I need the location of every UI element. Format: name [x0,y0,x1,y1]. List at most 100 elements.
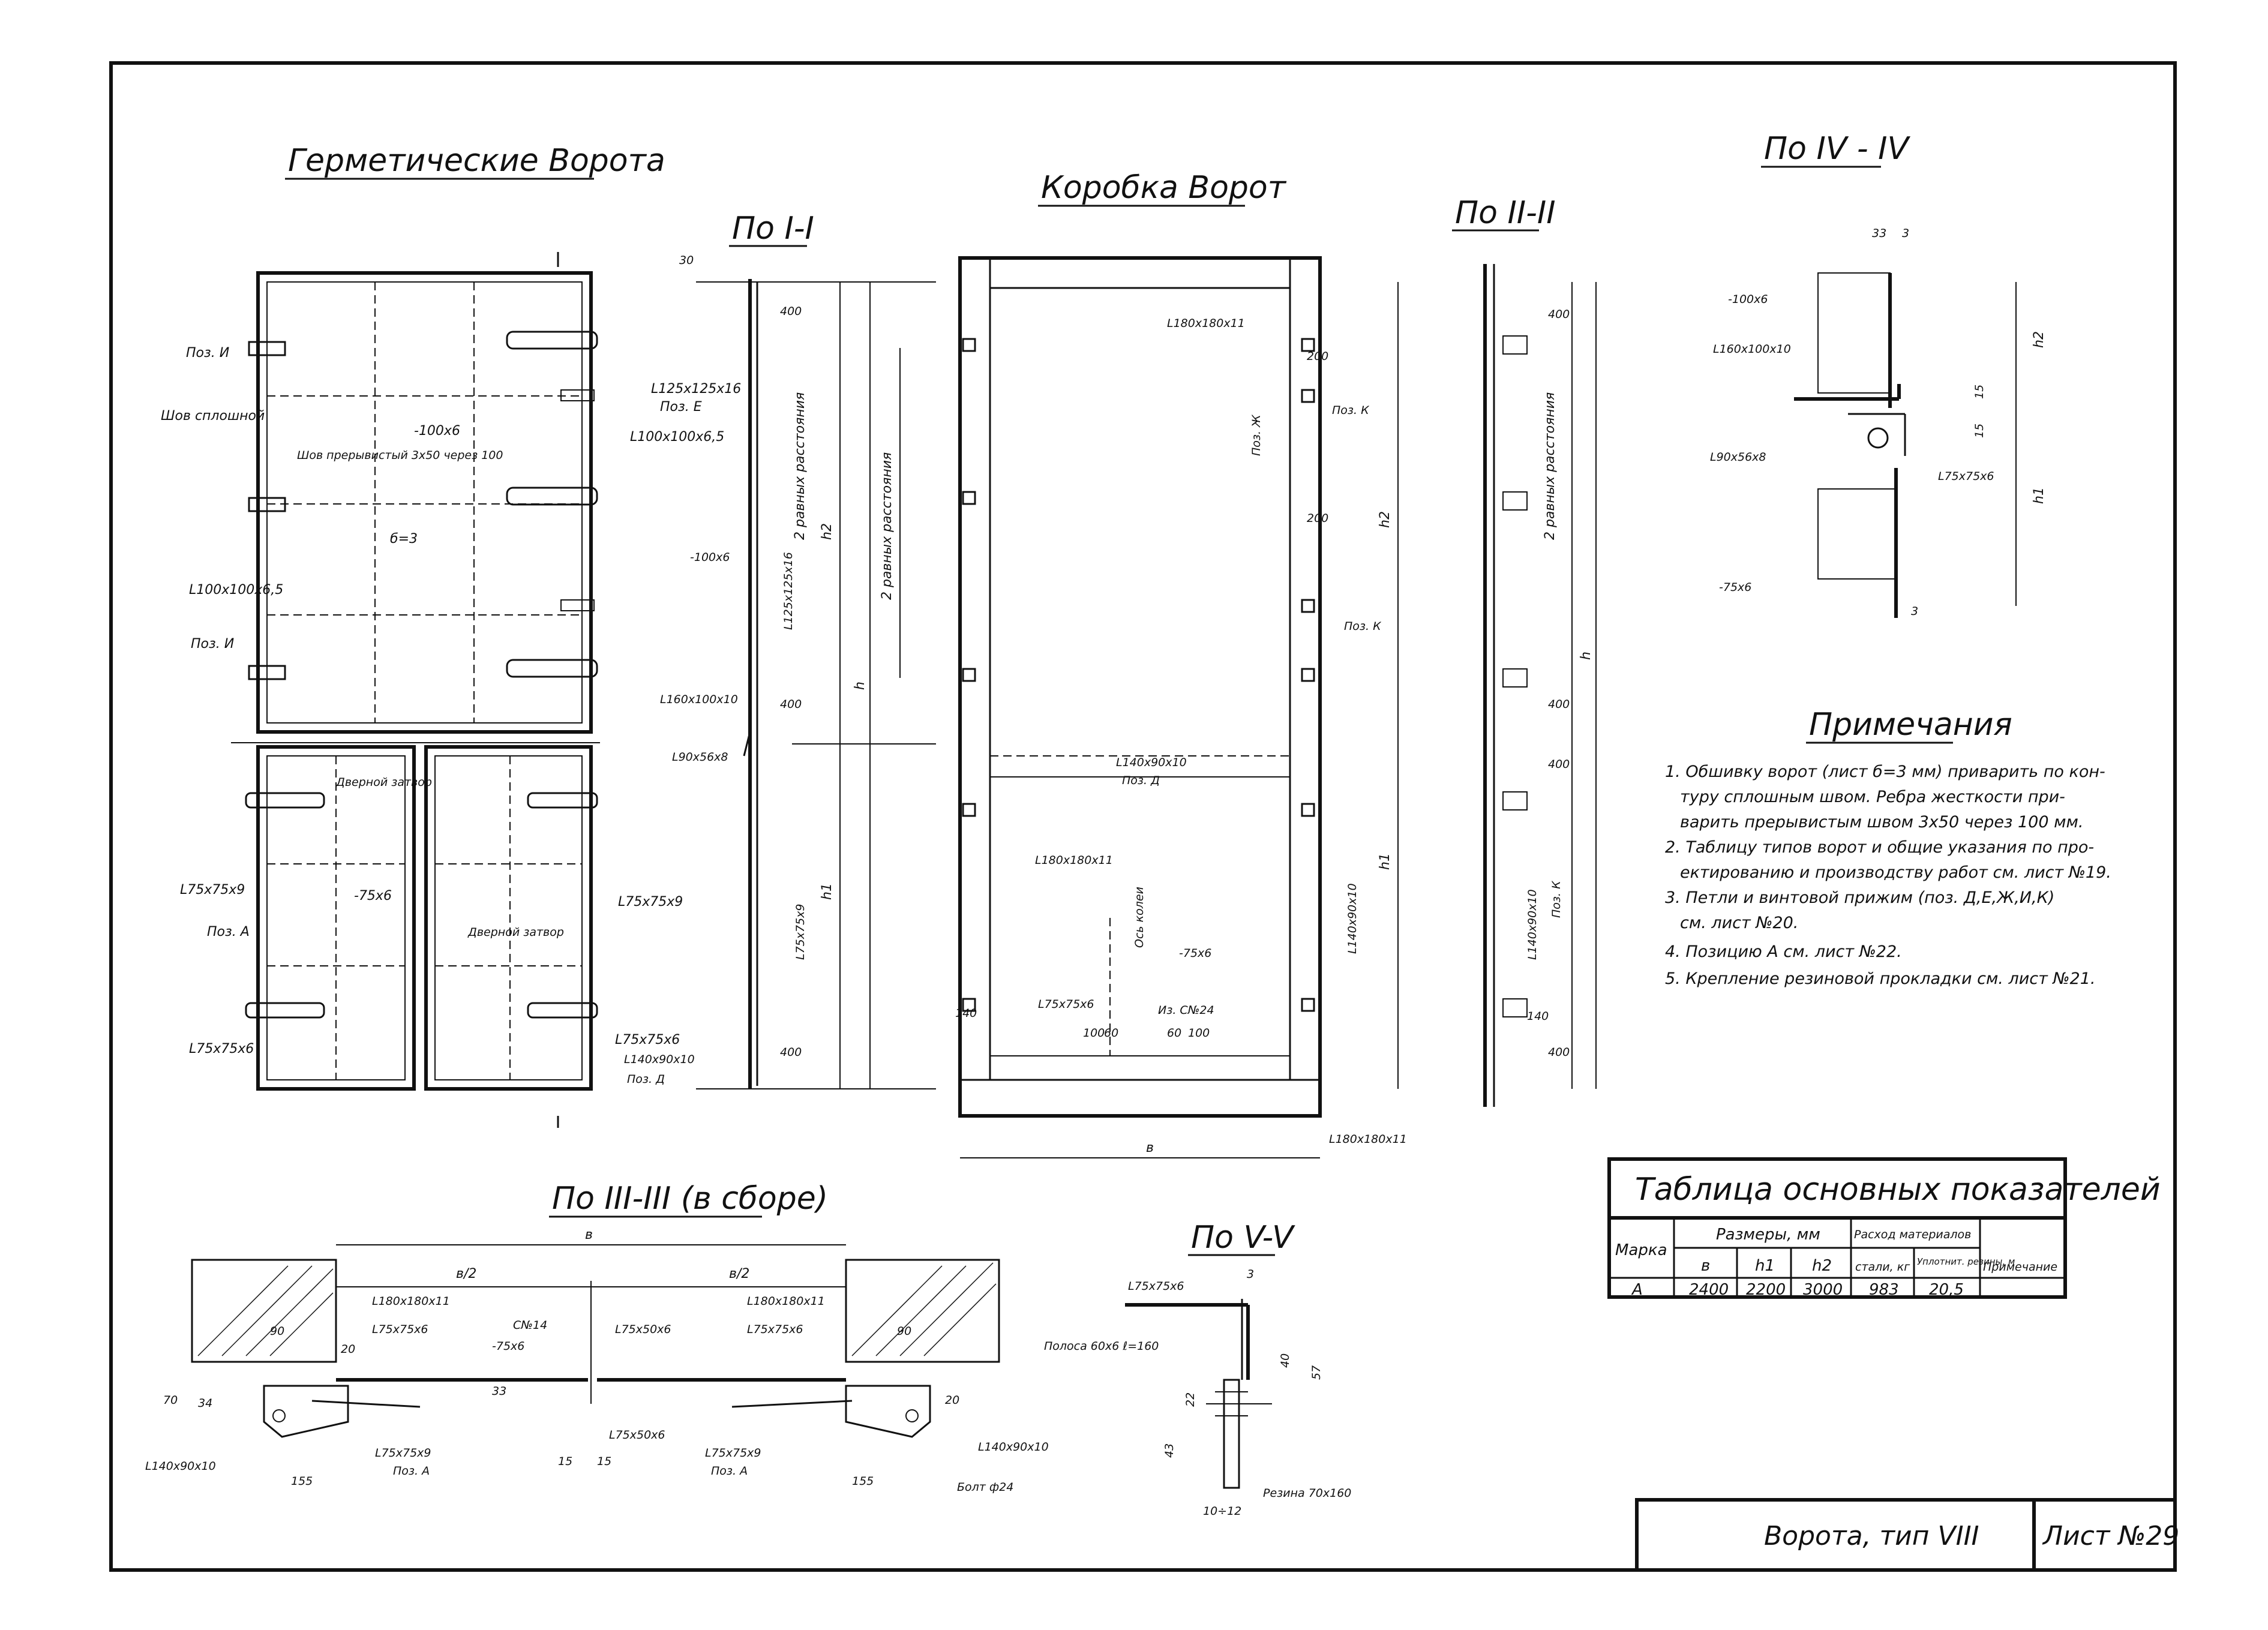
label-d15-a: 15 [1973,385,1986,399]
note-line-9: 5. Крепление резиновой прокладки см. лис… [1665,969,2095,988]
table-cell-mark: А [1631,1281,1643,1299]
label-angle-140-box-r: L140х90х10 [1346,883,1359,954]
table-h-mark: Марка [1615,1241,1667,1259]
table-sub-rubber: Уплотнит. резины, м [1917,1256,2015,1267]
label-poz-i: Поз. И [186,346,229,361]
table-sub-steel: стали, кг [1855,1260,1910,1274]
label-b-half-l: в/2 [456,1266,476,1281]
label-door-lock-2: Дверной затвор [467,926,564,939]
label-angle-125: L125х125х16 [651,382,741,397]
label-two-equal-2: 2 равных расстояния [1543,392,1558,540]
label-angle-75-s4: L75х75х6 [1938,470,1994,483]
stamp-name: Ворота, тип VIII [1764,1521,1979,1551]
note-line-6: 3. Петли и винтовой прижим (поз. Д,Е,Ж,И… [1665,888,2054,907]
label-angle-140-s3r: L140х90х10 [978,1440,1049,1454]
label-d155-r: 155 [852,1475,874,1488]
label-rubber: Резина 70х160 [1263,1487,1351,1500]
note-line-5: ектированию и производству работ см. лис… [1680,863,2111,882]
table-sub-b: в [1701,1257,1710,1275]
label-angle-180-bottom: L180х180х11 [1329,1133,1407,1146]
label-d200-1: 200 [1307,350,1328,363]
label-d400-s1a: 400 [780,305,802,318]
label-angle-125-s1: L125х125х16 [782,552,795,630]
label-b-s3: в [585,1227,593,1242]
label-d3-a: 3 [1902,227,1909,240]
label-angle-180-s3r: L180х180х11 [747,1295,825,1308]
label-h2-box: h2 [1378,511,1393,528]
label-d34: 34 [198,1397,212,1410]
label-plate-100x6-s4: -100х6 [1728,293,1768,306]
table-title: Таблица основных показателей [1635,1172,2161,1208]
section-4-view [1794,272,2017,618]
note-line-2: туру сплошным швом. Ребра жесткости при- [1680,788,2065,806]
label-angle-75x50-b: L75х50х6 [609,1428,665,1442]
label-d22: 22 [1184,1392,1197,1407]
label-b-box: в [1146,1140,1154,1155]
title-gate-box: Коробка Ворот [1041,170,1287,206]
note-line-3: варить прерывистым швом 3х50 через 100 м… [1680,813,2083,831]
label-angle-75x75x9-s3l: L75х75х9 [375,1446,431,1460]
label-angle-75x75x6: L75х75х6 [189,1041,254,1056]
label-d15-s3b: 15 [597,1455,611,1468]
label-angle-75-s3l: L75х75х6 [372,1323,428,1336]
label-poz-a-s3l: Поз. А [393,1464,430,1478]
note-line-4: 2. Таблицу типов ворот и общие указания … [1665,838,2094,857]
label-d400-s1c: 400 [780,1046,802,1059]
label-angle-100b: L100х100х6,5 [630,430,724,445]
label-b-half-r: в/2 [729,1266,749,1281]
notes-heading: Примечания [1809,707,2012,743]
title-section-4: По IV - IV [1764,131,1911,167]
sheet-frame [109,61,2177,1572]
label-channel-24: Из. С№24 [1158,1004,1214,1017]
label-angle-75-s5: L75х75х6 [1128,1280,1184,1293]
label-angle-100: L100х100х6,5 [189,583,283,598]
label-d33-s3: 33 [492,1385,506,1398]
label-door-lock: Дверной затвор [335,776,432,789]
label-angle-75x75x6-box: -75х6 [1179,947,1211,960]
label-d43: 43 [1163,1443,1176,1458]
label-d3-s5: 3 [1247,1268,1254,1281]
label-d140-box: 140 [955,1007,977,1020]
label-delta-3: б=3 [390,532,418,547]
label-two-equal-box: 2 равных расстояния [880,452,895,600]
indicators-table [1607,1157,2067,1299]
label-d400-s2a: 400 [1548,308,1570,321]
label-poz-a: Поз. А [207,924,250,939]
label-d70: 70 [163,1394,178,1407]
table-cell-h1: 2200 [1746,1281,1786,1299]
table-sub-h2: h2 [1812,1257,1832,1275]
stamp-frame [1635,1498,2177,1572]
label-d90-l: 90 [270,1325,284,1338]
label-angle-200-poz-zh: Поз. Ж [1250,414,1263,456]
label-d20-r: 20 [945,1394,959,1407]
gate-box-view [899,256,1399,1158]
label-axis: Ось колеи [1133,887,1146,948]
label-poz-d-box: Поз. Д [1122,774,1160,787]
label-angle-140-s3l: L140х90х10 [145,1460,216,1473]
section-2-view [1483,264,1597,1107]
note-line-7: см. лист №20. [1680,914,1798,932]
label-angle-180-top: L180х180х11 [1167,317,1245,330]
label-d400-s1b: 400 [780,698,802,711]
label-plate-75x6-s3: -75х6 [492,1340,524,1353]
label-d33: 33 [1872,227,1886,240]
stamp-sheet: Лист №29 [2042,1521,2179,1551]
label-angle-90x56x8: L90х56х8 [672,751,728,764]
label-angle-140-box: L140х90х10 [1116,756,1187,769]
label-h-1: h [853,682,868,690]
label-d140-s2: 140 [1527,1010,1549,1023]
label-two-equal-1: 2 равных расстояния [793,392,808,540]
label-bolt: Болт ф24 [957,1481,1013,1494]
hermetic-gates-view [231,252,600,1128]
label-angle-160x100x10: L160х100х10 [660,693,738,706]
label-d15-s3a: 15 [558,1455,572,1468]
label-angle-180-s3l: L180х180х11 [372,1295,450,1308]
label-angle-140-s2: L140х90х10 [1526,889,1539,960]
label-strip: Полоса 60х6 ℓ=160 [1044,1340,1159,1353]
label-h2-1: h2 [820,523,835,540]
table-h-sizes: Размеры, мм [1716,1226,1820,1244]
label-d10-12: 10÷12 [1203,1505,1241,1518]
label-angle-75x75x9-s1: L75х75х9 [794,903,807,960]
label-angle-75x75x6-r: L75х75х6 [615,1032,680,1047]
